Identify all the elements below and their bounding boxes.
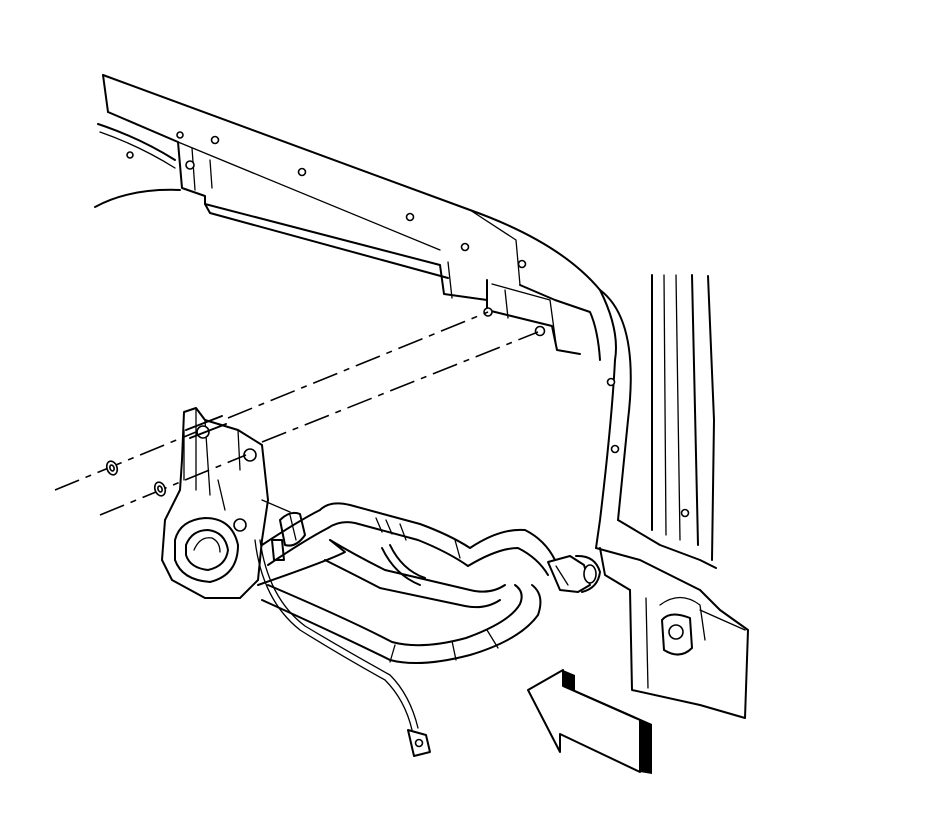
washer-lower (153, 481, 167, 497)
b-pillar (595, 274, 749, 719)
alignment-lines (54, 311, 539, 516)
hose-quick-connector (547, 554, 601, 593)
fuel-filler-housing (161, 407, 291, 599)
fuel-filler-hose-assembly (257, 502, 556, 665)
fastener-nut (185, 415, 227, 439)
washer-upper (105, 460, 119, 476)
direction-arrow (527, 669, 652, 774)
direction-arrow-icon (527, 669, 641, 773)
body-sill-panel (94, 74, 617, 361)
ground-wire (254, 539, 431, 757)
